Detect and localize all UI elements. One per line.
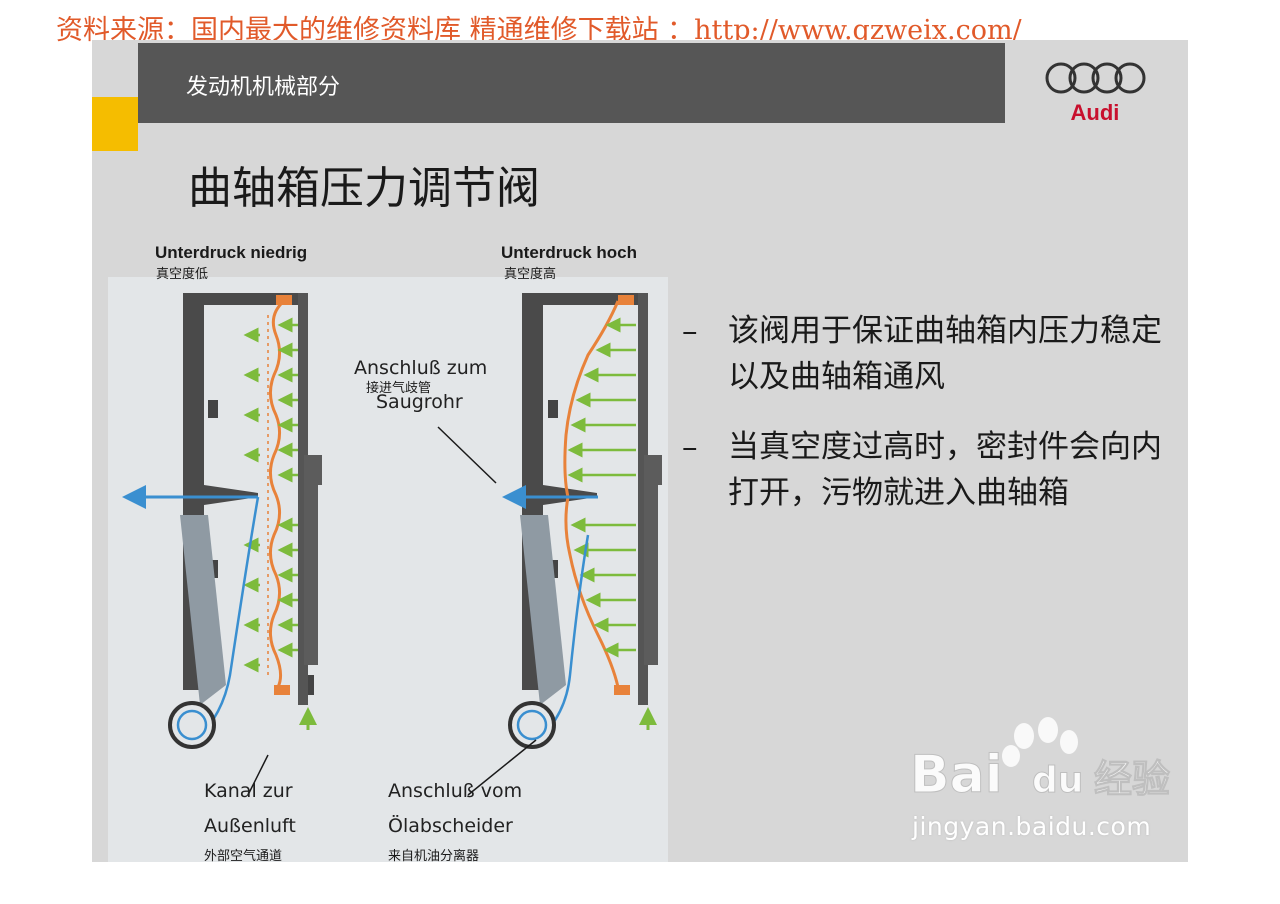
bullet-item: – 当真空度过高时，密封件会向内打开，污物就进入曲轴箱 — [682, 424, 1172, 516]
right-callout-zh: 来自机油分离器 — [388, 849, 480, 864]
bullet-text: 该阀用于保证曲轴箱内压力稳定以及曲轴箱通风 — [728, 313, 1162, 395]
right-valve — [467, 293, 662, 796]
center-callout-zh: 接进气歧管 — [366, 381, 432, 396]
baidu-url: jingyan.baidu.com — [912, 812, 1152, 841]
right-heading-de: Unterdruck hoch — [501, 243, 638, 262]
left-callout-de-2: Außenluft — [204, 815, 296, 837]
accent-square — [92, 97, 138, 151]
audi-logo-icon: Audi — [1045, 62, 1146, 125]
slide-title: 曲轴箱压力调节阀 — [188, 163, 540, 214]
baidu-brand-mark: du — [1032, 760, 1083, 801]
valve-diagram-illustration — [108, 277, 668, 862]
valve-diagrams: Unterdruck niedrig 真空度低 Unterdruck hoch … — [108, 235, 668, 864]
bullet-list: – 该阀用于保证曲轴箱内压力稳定以及曲轴箱通风 – 当真空度过高时，密封件会向内… — [682, 308, 1172, 540]
baidu-brand: Bai — [910, 745, 1003, 805]
left-heading-zh: 真空度低 — [156, 267, 209, 282]
bullet-dash: – — [682, 313, 698, 349]
left-heading-de: Unterdruck niedrig — [155, 243, 308, 262]
left-callout-de-1: Kanal zur — [204, 780, 293, 802]
baidu-paw-icon: Bai du 经验 — [910, 717, 1171, 806]
center-callout-de-1: Anschluß zum — [354, 357, 488, 379]
bullet-item: – 该阀用于保证曲轴箱内压力稳定以及曲轴箱通风 — [682, 308, 1172, 400]
right-heading-zh: 真空度高 — [504, 267, 557, 282]
right-callout-de-1: Anschluß vom — [388, 780, 523, 802]
audi-logo-text: Audi — [1071, 100, 1120, 125]
bullet-dash: – — [682, 429, 698, 465]
header-bar: 发动机机械部分 — [138, 43, 1005, 123]
baidu-brand-zh: 经验 — [1094, 757, 1170, 801]
header-title: 发动机机械部分 — [186, 75, 341, 100]
left-callout-zh: 外部空气通道 — [204, 849, 283, 864]
right-callout-de-2: Ölabscheider — [388, 815, 513, 837]
center-callout-de-2: Saugrohr — [376, 391, 463, 413]
slide: 发动机机械部分 Audi 曲轴箱压力调节阀 — [92, 40, 1188, 864]
left-valve — [122, 293, 322, 796]
bullet-text: 当真空度过高时，密封件会向内打开，污物就进入曲轴箱 — [728, 429, 1162, 511]
